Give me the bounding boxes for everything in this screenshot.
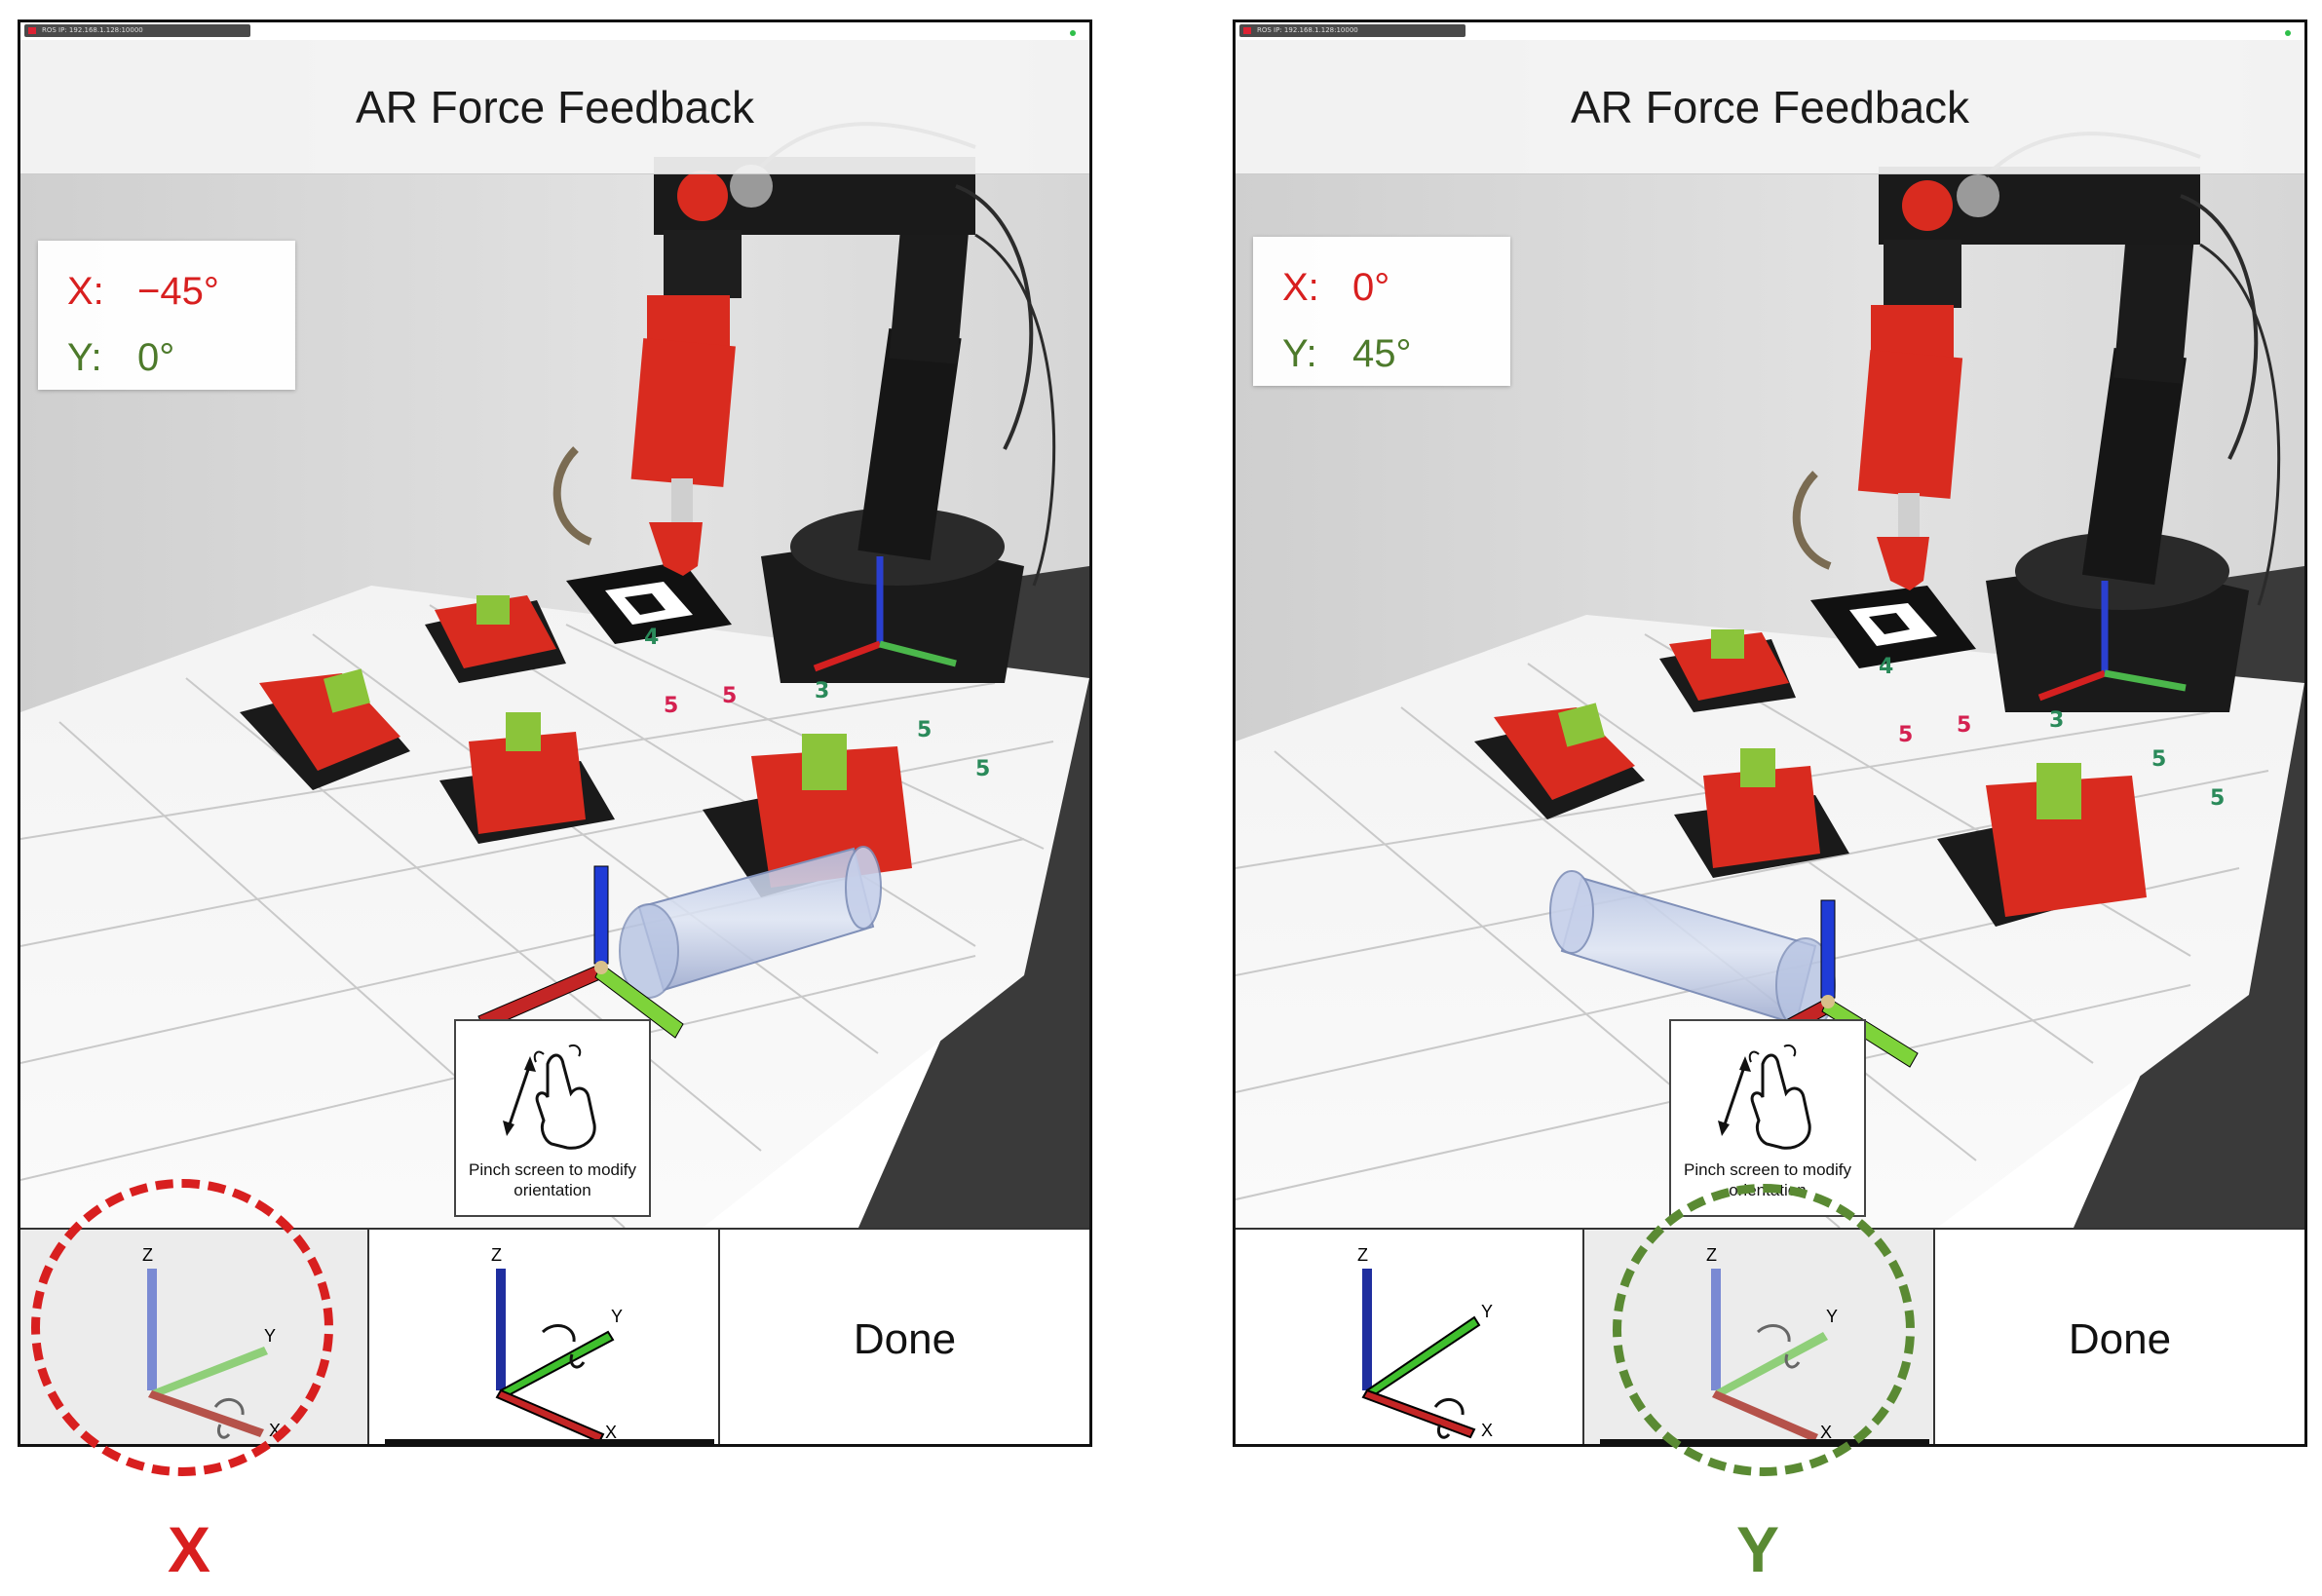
y-axis-rotate-button[interactable]: Z Y X — [369, 1230, 720, 1444]
pinch-hint-card: Pinch screen to modify orientation — [454, 1019, 651, 1217]
x-caption: X — [168, 1513, 211, 1585]
svg-text:5: 5 — [1957, 713, 1971, 738]
ros-status-icon — [1243, 27, 1251, 34]
connection-dot-icon — [2285, 30, 2291, 36]
x-angle-label: X: — [67, 270, 104, 313]
svg-text:4: 4 — [644, 626, 659, 650]
x-axis-label: X — [605, 1423, 617, 1442]
status-bar: ROS IP: 192.168.1.128:10000 — [20, 22, 1089, 40]
z-axis-label: Z — [491, 1245, 502, 1265]
svg-text:5: 5 — [664, 694, 678, 718]
x-angle-label: X: — [1282, 266, 1319, 309]
x-rotation-axes-icon: Z Y X — [1357, 1245, 1493, 1440]
y-caption: Y — [1736, 1513, 1780, 1585]
workpiece-1 — [425, 595, 566, 683]
aruco-marker — [1810, 586, 1976, 668]
ros-ip-text: ROS IP: 192.168.1.128:10000 — [1257, 26, 1358, 34]
svg-text:5: 5 — [722, 684, 737, 708]
ar-app-screen-y: ROS IP: 192.168.1.128:10000 — [1233, 19, 2307, 1447]
svg-text:3: 3 — [2049, 708, 2064, 733]
done-button[interactable]: Done — [853, 1315, 957, 1363]
x-angle-row: X: 0° — [1282, 254, 1510, 321]
workpiece-3 — [439, 712, 615, 844]
svg-text:3: 3 — [815, 679, 829, 703]
svg-text:4: 4 — [1879, 655, 1893, 679]
workpiece-2 — [240, 668, 410, 790]
ros-ip-indicator: ROS IP: 192.168.1.128:10000 — [24, 24, 250, 37]
y-tab-indicator — [385, 1439, 714, 1444]
connection-dot-icon — [1070, 30, 1076, 36]
ros-ip-text: ROS IP: 192.168.1.128:10000 — [42, 26, 143, 34]
base-frame-axes — [2037, 581, 2187, 702]
svg-text:5: 5 — [1898, 723, 1913, 747]
ros-status-icon — [28, 27, 36, 34]
robot-arm — [630, 122, 1056, 587]
aruco-marker — [566, 561, 732, 644]
app-header: AR Force Feedback — [1236, 40, 2304, 174]
y-angle-row: Y: 45° — [1282, 321, 1510, 387]
pinch-hint-text: Pinch screen to modify orientation — [469, 1160, 636, 1199]
orientation-readout: X: 0° Y: 45° — [1253, 237, 1510, 386]
ar-camera-view[interactable]: 4 5 5 3 5 5 — [20, 40, 1089, 1228]
y-rotation-axes-icon: Z Y X — [491, 1245, 623, 1444]
table-markers: 4 5 5 3 5 5 — [1879, 655, 2225, 811]
ros-ip-indicator: ROS IP: 192.168.1.128:10000 — [1239, 24, 1466, 37]
y-axis-label: Y — [1481, 1302, 1493, 1321]
workpiece-1 — [1659, 629, 1796, 712]
pinch-gesture-icon — [1718, 1045, 1811, 1150]
x-angle-value: 0° — [1352, 266, 1390, 309]
y-angle-label: Y: — [67, 336, 102, 379]
tool-frame-axes — [477, 865, 684, 1039]
workpiece-4 — [1937, 763, 2147, 927]
x-angle-row: X: −45° — [67, 258, 295, 324]
force-vector-cylinder — [619, 846, 882, 999]
orientation-readout: X: −45° Y: 0° — [38, 241, 295, 390]
app-title: AR Force Feedback — [355, 81, 755, 133]
y-highlight-circle — [1613, 1184, 1915, 1476]
y-angle-row: Y: 0° — [67, 324, 295, 391]
pinch-gesture-icon — [503, 1045, 596, 1150]
app-header: AR Force Feedback — [20, 40, 1089, 174]
svg-text:5: 5 — [917, 718, 932, 742]
y-angle-value: 45° — [1352, 332, 1412, 375]
x-axis-label: X — [1481, 1421, 1493, 1440]
y-axis-label: Y — [611, 1307, 623, 1326]
cable-hook — [552, 446, 592, 546]
robot-arm — [1857, 132, 2281, 606]
svg-text:5: 5 — [2210, 786, 2225, 811]
done-button[interactable]: Done — [2068, 1315, 2172, 1363]
status-bar: ROS IP: 192.168.1.128:10000 — [1236, 22, 2304, 40]
cable-hook — [1792, 471, 1832, 570]
workpiece-3 — [1674, 748, 1849, 878]
y-angle-label: Y: — [1282, 332, 1317, 375]
app-title: AR Force Feedback — [1570, 81, 1970, 133]
workpiece-2 — [1474, 703, 1645, 819]
table-markers: 4 5 5 3 5 5 — [644, 626, 990, 781]
x-highlight-circle — [31, 1179, 333, 1476]
x-axis-rotate-button[interactable]: Z Y X — [1236, 1230, 1584, 1444]
z-axis-label: Z — [1357, 1245, 1368, 1265]
robot-base — [761, 508, 1024, 683]
y-angle-value: 0° — [137, 336, 175, 379]
x-angle-value: −45° — [137, 270, 219, 313]
svg-text:5: 5 — [975, 757, 990, 781]
robot-base — [1986, 532, 2249, 712]
svg-text:5: 5 — [2151, 747, 2166, 772]
base-frame-axes — [813, 556, 957, 672]
